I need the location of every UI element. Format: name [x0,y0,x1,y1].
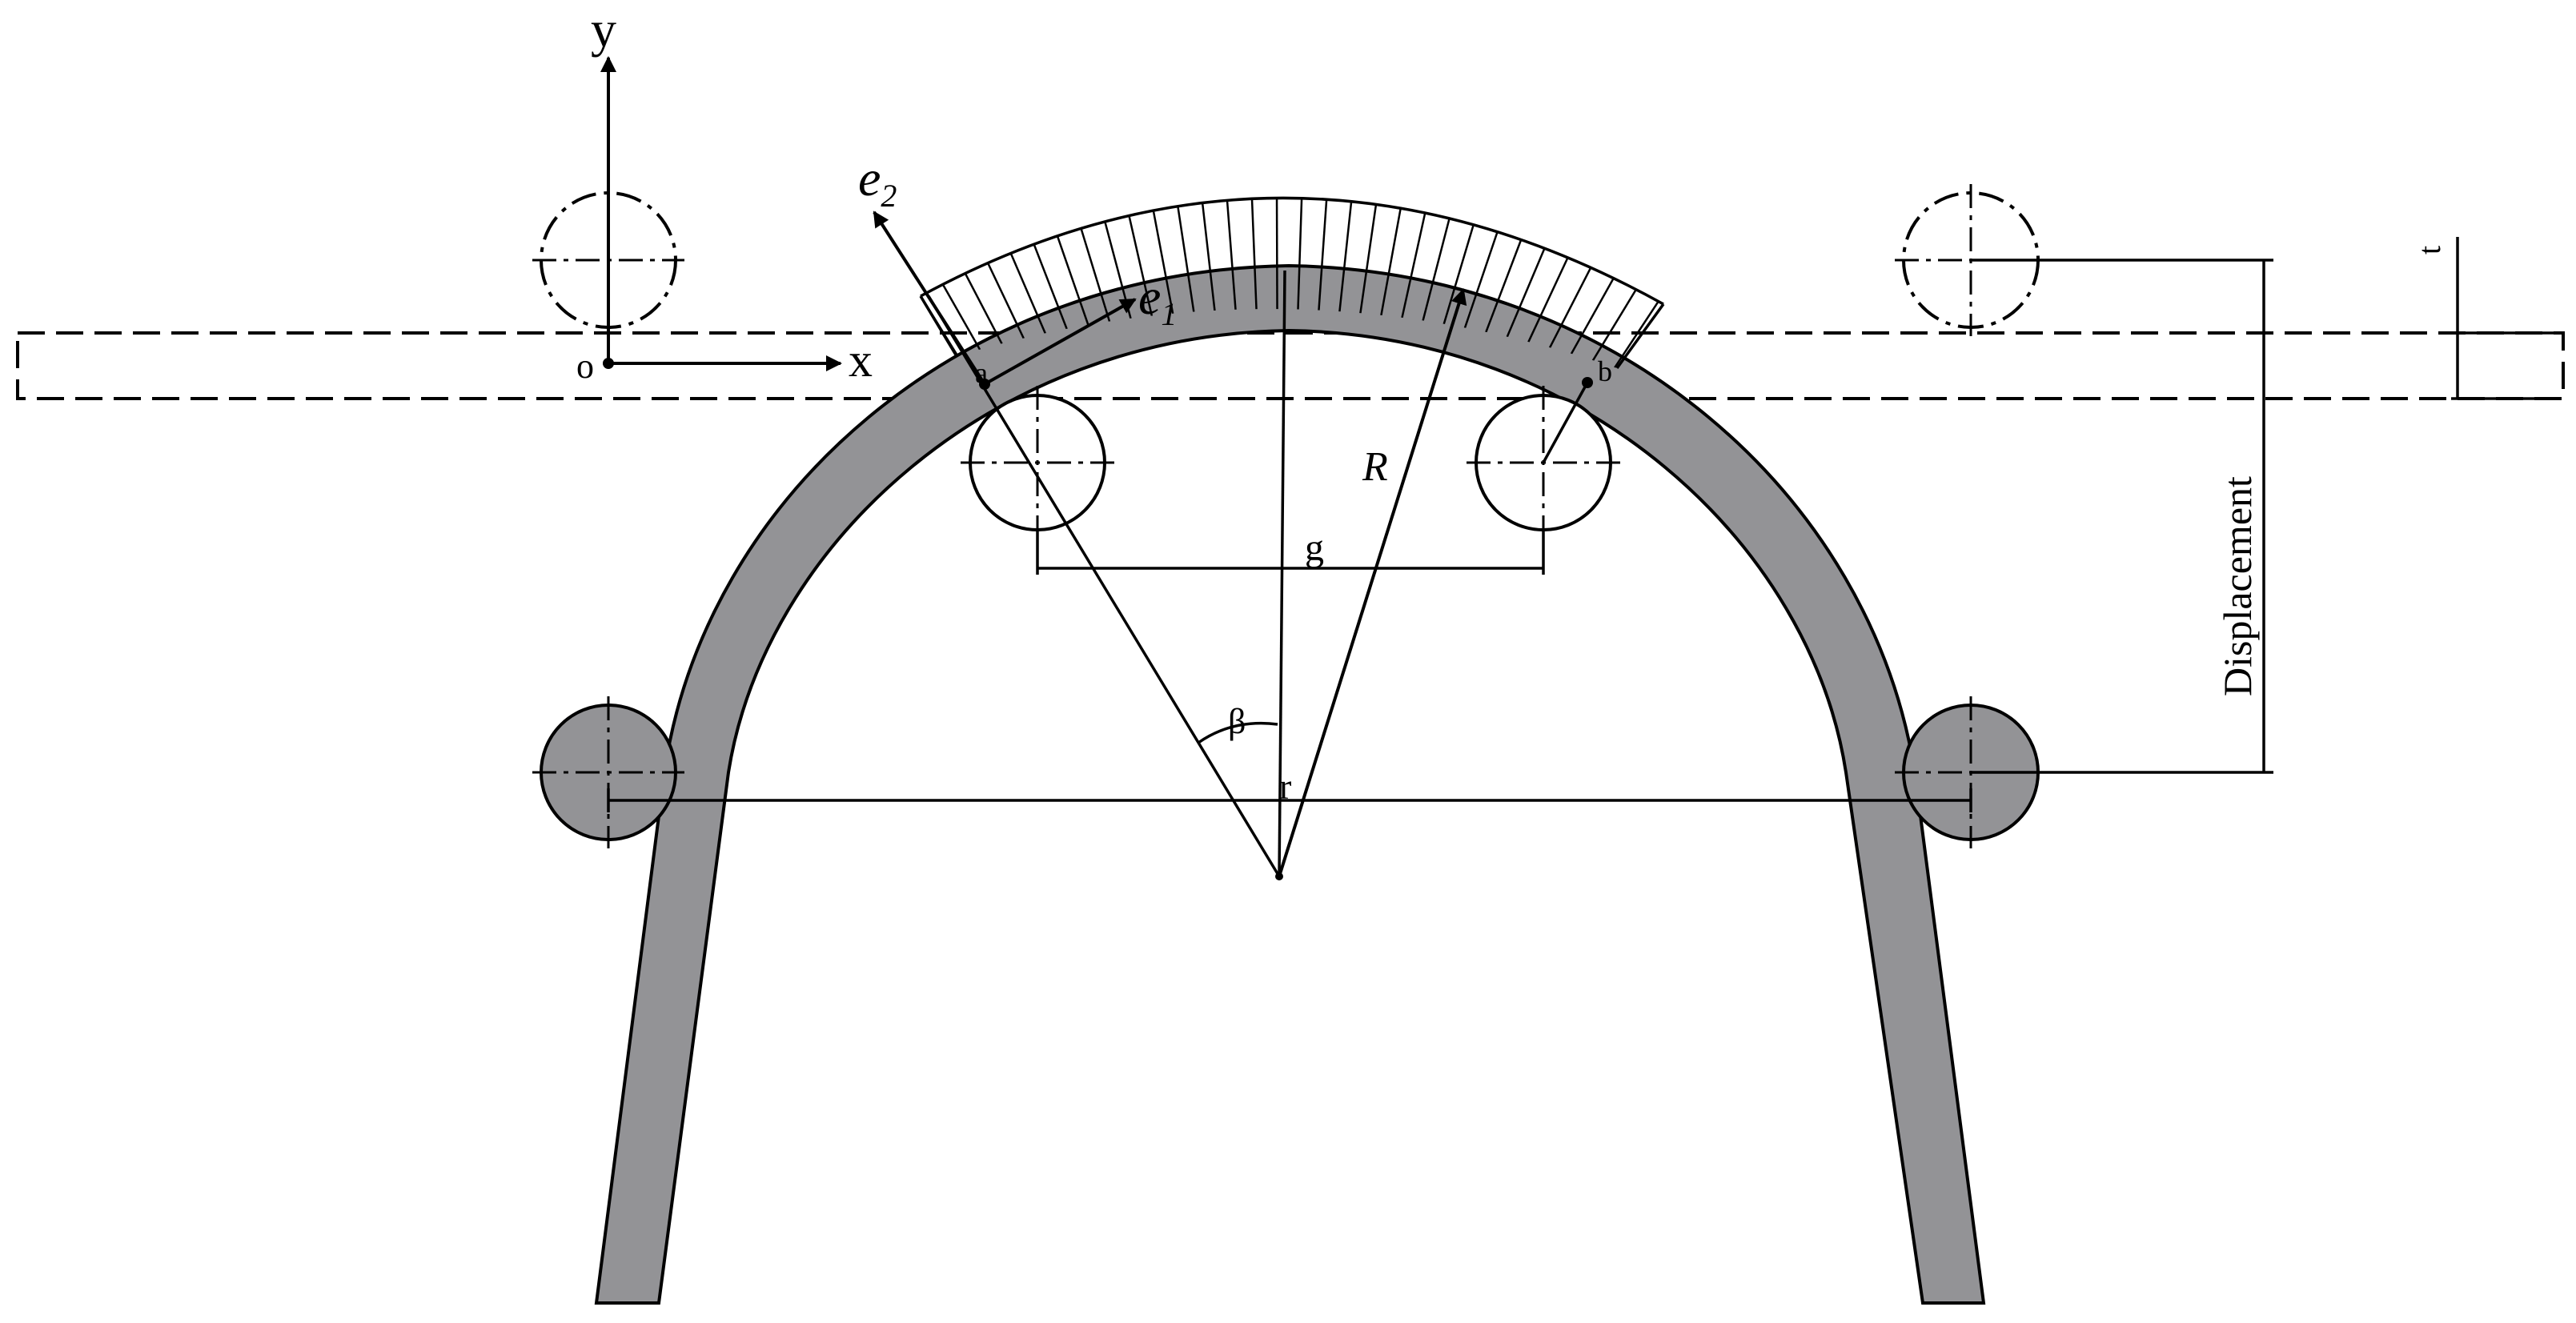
radius-lines [927,270,1467,880]
stress-hatch-line [1448,198,1565,368]
stress-hatch-line [1346,198,1394,368]
thickness-label: t [2411,246,2447,255]
span-line [607,788,1972,812]
stress-hatch-line [1187,198,1226,368]
stress-hatch-line [1275,198,1279,368]
stress-hatch-line [1527,198,1663,368]
x-axis-label: x [849,334,873,387]
coordinate-axes [600,56,842,371]
stress-hatch-line [1364,198,1424,368]
outer-radius-label: R [1362,444,1388,490]
stress-hatch-line [921,198,1043,368]
inner-radius-label: r [1279,766,1291,807]
stress-hatch-line [1329,198,1366,368]
point-a-label: a [975,357,988,389]
stress-hatch-line [1130,198,1191,368]
y-axis-label: y [591,1,616,58]
stress-hatch-line [1543,207,1663,368]
stress-hatch-line [1217,198,1244,368]
displacement-dimension [1971,259,2273,774]
stress-hatch-line [1311,198,1337,368]
angle-label: β [1228,702,1246,741]
stress-hatch-line [1016,198,1123,368]
stress-hatch-line [1432,198,1537,368]
e2-label: e2 [858,150,897,214]
e1-vector [984,298,1137,386]
stress-hatch-line [989,198,1107,368]
point-b-label: b [1598,355,1612,387]
stress-hatch-line [1294,198,1307,368]
thickness-dimension [2451,237,2562,400]
stress-hatch-line [1465,198,1592,368]
lower-left-roller [532,696,684,848]
stress-hatch-line [961,198,1090,368]
displacement-label: Displacement [2215,476,2260,696]
initial-sheet-outline [16,331,2565,400]
origin-label: o [576,347,594,386]
stress-hatch-line [1246,198,1262,368]
e1-label: e1 [1138,268,1177,332]
gap-label: g [1305,527,1324,569]
stress-hatch-line [1158,198,1209,368]
gap-dimension [1036,530,1545,575]
